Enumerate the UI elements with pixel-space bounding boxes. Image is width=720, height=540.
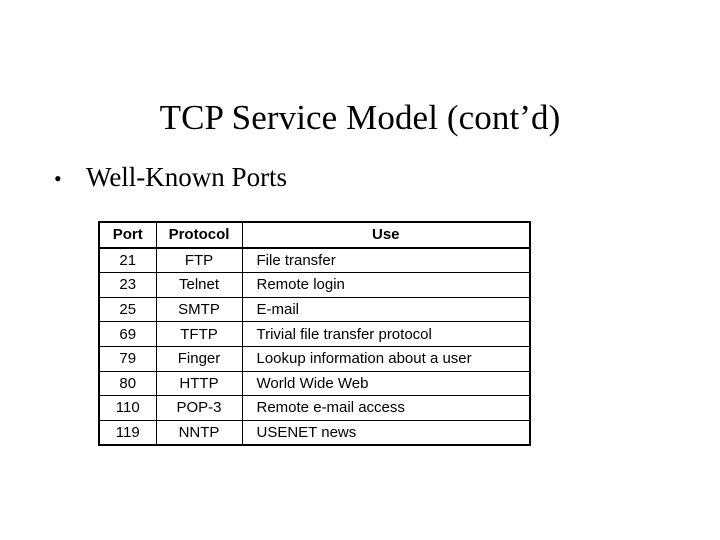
cell-use: Remote login xyxy=(241,272,531,298)
page-title: TCP Service Model (cont’d) xyxy=(159,98,561,138)
cell-protocol: TFTP xyxy=(155,321,243,347)
cell-use: E-mail xyxy=(241,296,531,323)
cell-protocol: Finger xyxy=(155,345,243,372)
cell-port: 79 xyxy=(98,345,157,372)
column-header-use: Use xyxy=(241,221,531,249)
cell-port: 80 xyxy=(98,370,157,397)
table-header-row: Port Protocol Use xyxy=(98,221,531,249)
bullet-item-well-known-ports: • Well-Known Ports xyxy=(54,160,287,196)
cell-protocol: FTP xyxy=(155,247,243,274)
column-header-port: Port xyxy=(98,221,157,249)
cell-protocol: POP-3 xyxy=(155,395,243,421)
cell-protocol: SMTP xyxy=(155,296,243,323)
table-header: Port Protocol Use xyxy=(98,221,531,249)
cell-port: 21 xyxy=(98,247,157,274)
cell-use: USENET news xyxy=(241,419,531,446)
bullet-item-label: Well-Known Ports xyxy=(86,162,288,192)
cell-port: 110 xyxy=(98,395,157,421)
cell-use: File transfer xyxy=(241,247,531,274)
cell-use: World Wide Web xyxy=(241,370,531,397)
cell-use: Trivial file transfer protocol xyxy=(241,321,531,347)
cell-port: 119 xyxy=(98,419,157,446)
cell-use: Remote e-mail access xyxy=(241,395,531,421)
cell-protocol: Telnet xyxy=(155,272,243,298)
cell-port: 69 xyxy=(98,321,157,347)
cell-protocol: HTTP xyxy=(155,370,243,397)
bullet-marker-icon: • xyxy=(54,166,62,191)
cell-port: 25 xyxy=(98,296,157,323)
column-header-protocol: Protocol xyxy=(155,221,243,249)
cell-port: 23 xyxy=(98,272,157,298)
cell-use: Lookup information about a user xyxy=(241,345,531,372)
cell-protocol: NNTP xyxy=(155,419,243,446)
